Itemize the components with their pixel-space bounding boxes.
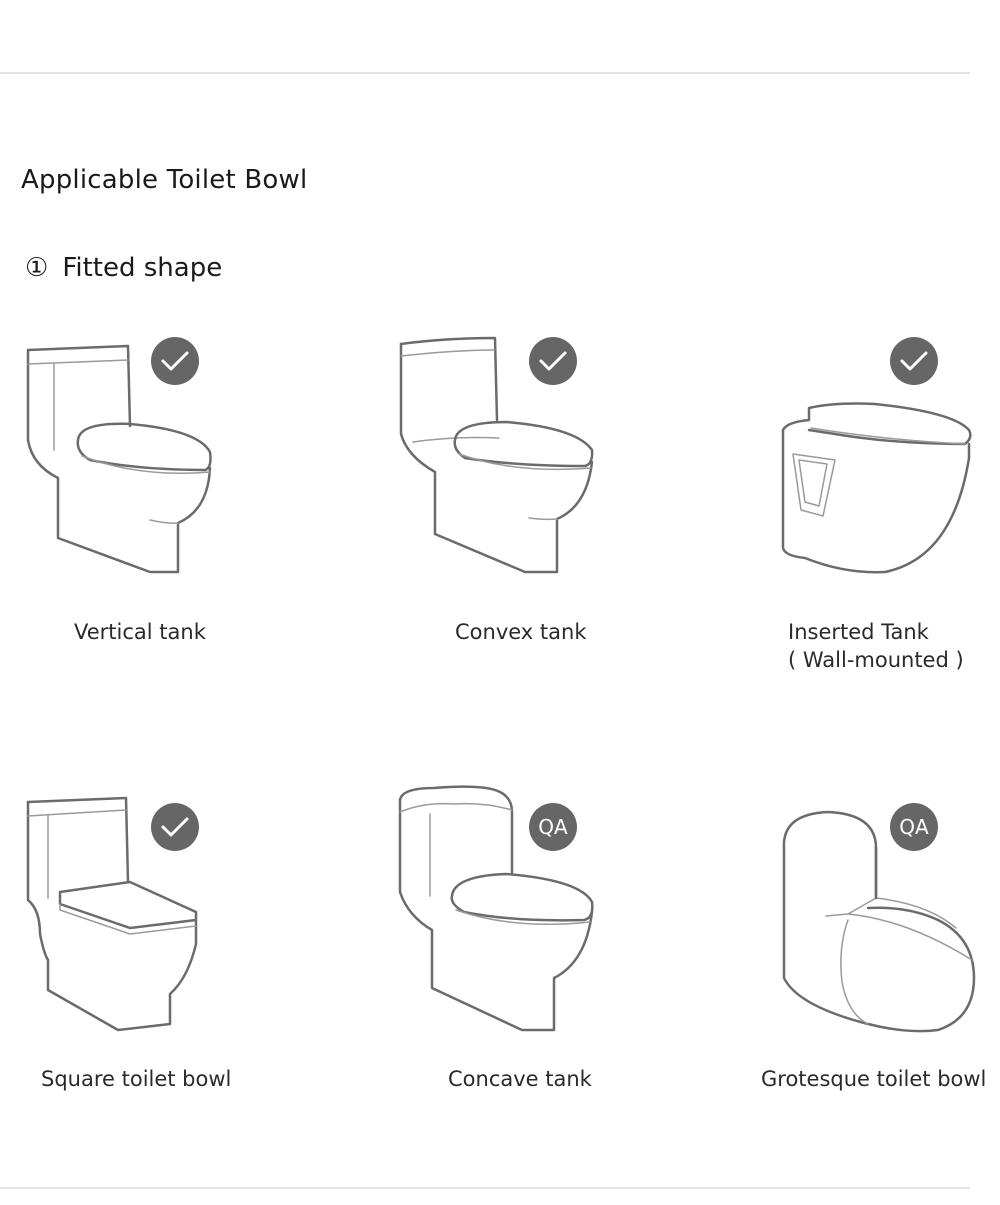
section-heading: ① Fitted shape <box>25 253 222 283</box>
check-badge-icon <box>529 337 577 385</box>
item-label: Vertical tank <box>74 618 206 646</box>
grotesque-bowl-illustration <box>778 808 978 1038</box>
bottom-divider <box>0 1187 970 1189</box>
section-label: Fitted shape <box>62 253 222 283</box>
item-label: Square toilet bowl <box>41 1065 231 1093</box>
item-label-sub: ( Wall-mounted ) <box>788 646 964 674</box>
check-badge-icon <box>151 337 199 385</box>
check-badge-icon <box>890 337 938 385</box>
item-label: Inserted Tank <box>788 618 929 646</box>
page-title: Applicable Toilet Bowl <box>21 165 307 195</box>
section-number: ① <box>25 253 48 283</box>
qa-badge: QA <box>890 803 938 851</box>
item-label: Grotesque toilet bowl <box>761 1065 986 1093</box>
item-label: Concave tank <box>448 1065 592 1093</box>
check-badge-icon <box>151 803 199 851</box>
item-label: Convex tank <box>455 618 586 646</box>
wall-mounted-illustration <box>775 398 975 578</box>
top-divider <box>0 72 970 74</box>
qa-badge: QA <box>529 803 577 851</box>
